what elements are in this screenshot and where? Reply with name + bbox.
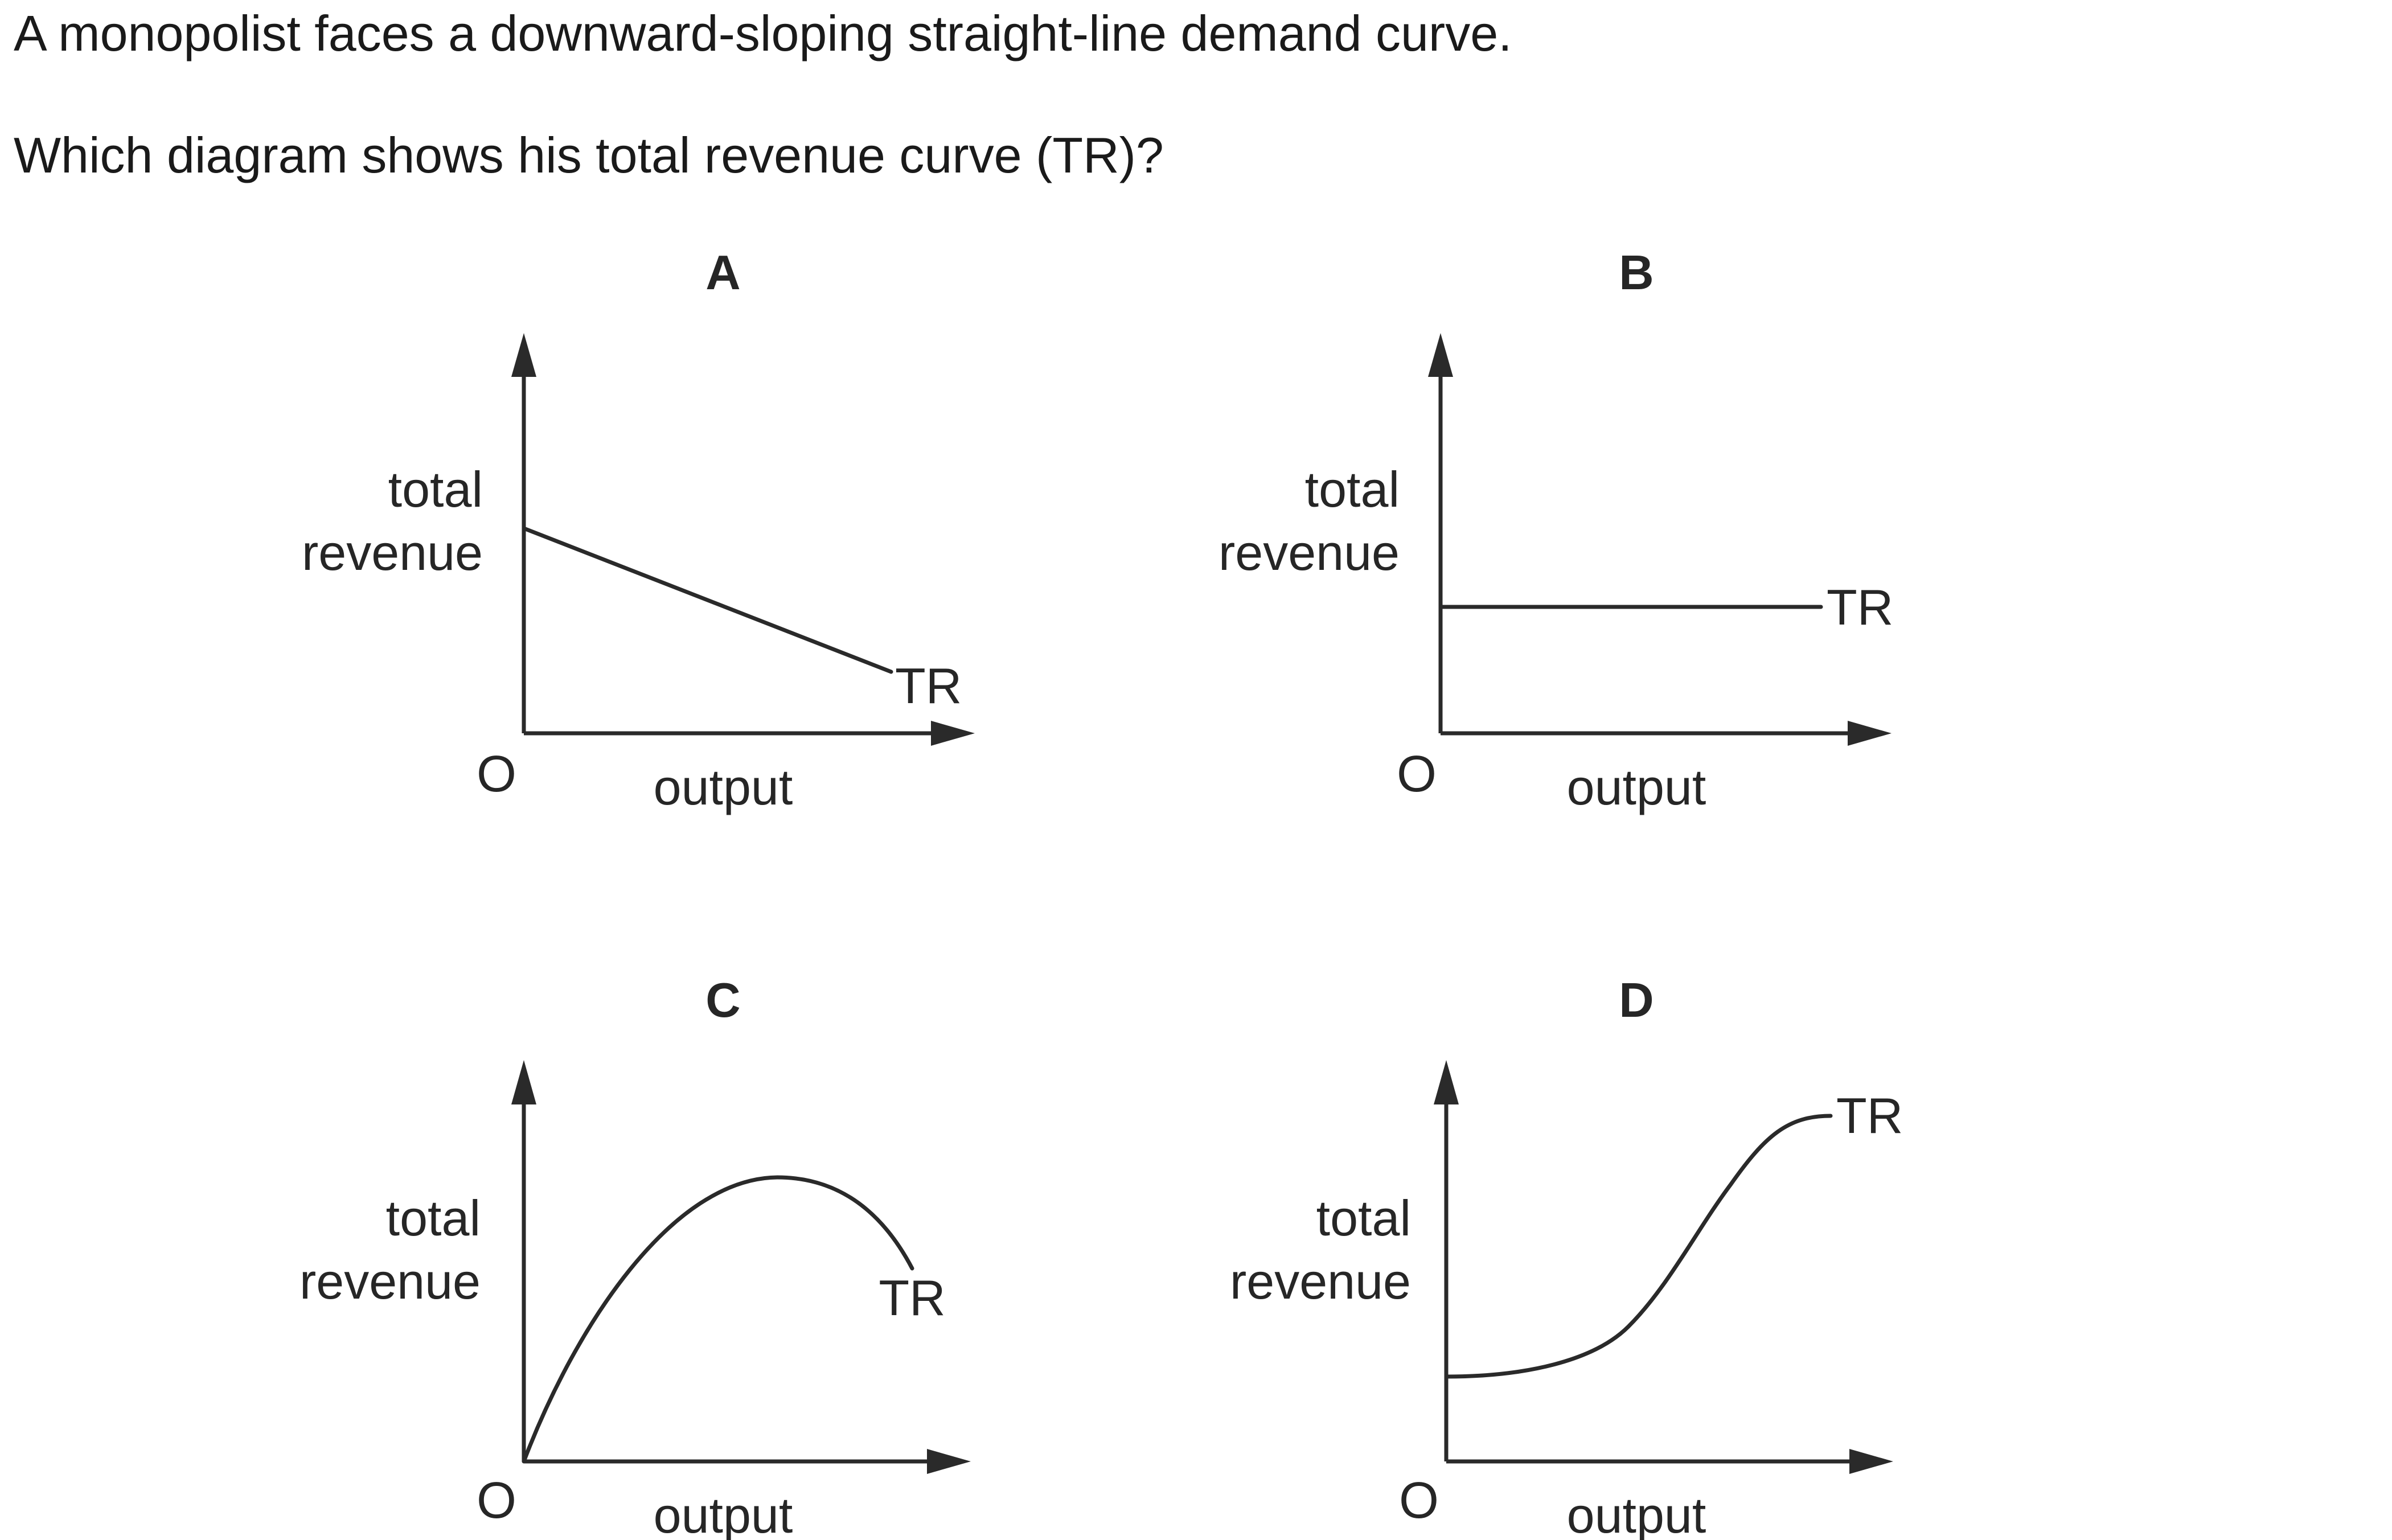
diagram-c[interactable]: C total revenue O output TR — [299, 974, 971, 1540]
tr-label: TR — [879, 1270, 945, 1326]
tr-curve — [1444, 1114, 1833, 1379]
y-axis-arrow — [511, 1060, 536, 1104]
x-axis-arrow — [931, 721, 975, 746]
tr-curve — [522, 1175, 914, 1464]
y-axis-label-line1: total — [1305, 461, 1400, 518]
y-axis-arrow — [1428, 333, 1453, 377]
origin-label: O — [477, 1472, 516, 1529]
x-axis-arrow — [1848, 721, 1892, 746]
y-axis-label-line1: total — [386, 1190, 481, 1246]
tr-label: TR — [1827, 579, 1893, 635]
x-axis-label: output — [1567, 1487, 1706, 1540]
question-statement: A monopolist faces a downward-sloping st… — [14, 5, 1512, 61]
option-label-a: A — [705, 246, 740, 300]
y-axis-label-line1: total — [1316, 1190, 1411, 1246]
origin-label: O — [1397, 746, 1437, 803]
x-axis-label: output — [654, 1487, 793, 1540]
y-axis-label-line2: revenue — [299, 1253, 481, 1309]
tr-curve — [522, 526, 893, 674]
diagram-b[interactable]: B total revenue O output TR — [1218, 246, 1893, 815]
diagram-a[interactable]: A total revenue O output TR — [302, 246, 975, 815]
x-axis-arrow — [1849, 1449, 1893, 1474]
x-axis-arrow — [927, 1449, 971, 1474]
tr-label: TR — [1836, 1087, 1903, 1144]
x-axis-label: output — [654, 759, 793, 815]
origin-label: O — [1399, 1472, 1439, 1529]
y-axis-label-line1: total — [388, 461, 483, 518]
y-axis-label-line2: revenue — [1218, 524, 1400, 581]
tr-label: TR — [895, 658, 962, 714]
diagram-d[interactable]: D total revenue O output TR — [1230, 974, 1903, 1540]
y-axis-label-line2: revenue — [1230, 1253, 1411, 1309]
option-label-b: B — [1619, 246, 1654, 300]
option-label-d: D — [1619, 974, 1654, 1028]
y-axis-arrow — [511, 333, 536, 377]
origin-label: O — [477, 746, 516, 803]
x-axis-label: output — [1567, 759, 1706, 815]
y-axis-label-line2: revenue — [302, 524, 483, 581]
option-label-c: C — [705, 974, 740, 1028]
question-prompt: Which diagram shows his total revenue cu… — [14, 127, 1164, 183]
y-axis-arrow — [1434, 1060, 1459, 1104]
